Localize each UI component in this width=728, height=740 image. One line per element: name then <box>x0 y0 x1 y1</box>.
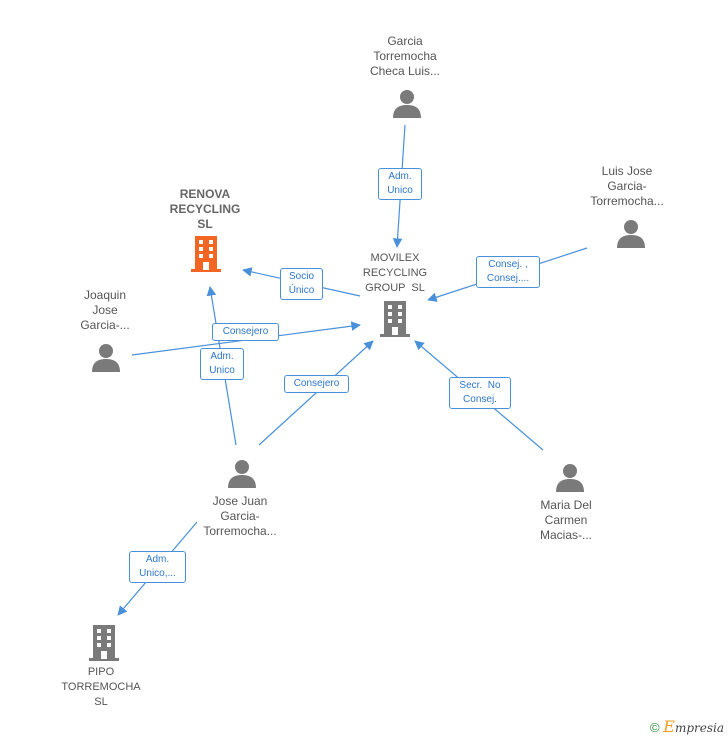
node-line: TORREMOCHA <box>61 681 141 693</box>
node-pipo-torremocha[interactable]: PIPO TORREMOCHA SL <box>45 665 157 710</box>
brand-logo-text: mpresia <box>674 721 724 735</box>
node-maria-del-carmen[interactable]: Maria Del Carmen Macias-... <box>511 498 621 543</box>
edge-label-line: Unico <box>209 365 235 376</box>
person-icon <box>556 464 584 492</box>
node-garcia-torremocha-checa[interactable]: Garcia Torremocha Checa Luis... <box>345 34 465 79</box>
company-building-icon <box>380 301 410 337</box>
node-line: Garcia- <box>607 179 647 193</box>
edge-label-adm-unico: Adm. Unico <box>200 348 244 380</box>
edge-label-secr-no-consej: Secr. No Consej. <box>449 377 511 409</box>
edge-label-line: Consejero <box>222 326 269 337</box>
node-line: RECYCLING <box>169 202 241 216</box>
edge-label-consejero: Consejero <box>284 375 349 393</box>
edge-label-line: Adm. <box>145 554 170 565</box>
edge-label-line: Secr. No <box>459 380 501 391</box>
company-building-icon <box>191 236 221 272</box>
edge-label-line: Consej. , <box>488 259 528 270</box>
edge-jose-to-movilex <box>258 340 374 446</box>
node-line: MOVILEX <box>370 252 420 264</box>
edge-label-line: Único <box>288 285 315 296</box>
node-line: Jose Juan <box>212 494 268 508</box>
node-jose-juan[interactable]: Jose Juan Garcia- Torremocha... <box>180 494 300 539</box>
company-building-icon <box>89 625 119 661</box>
edge-label-line: Adm. <box>210 351 234 362</box>
edge-label-consej: Consej. , Consej.... <box>476 256 540 288</box>
node-line: RECYCLING <box>362 267 428 279</box>
node-renova-recycling[interactable]: RENOVA RECYCLING SL <box>150 187 260 232</box>
person-icon <box>228 460 256 488</box>
brand-footer[interactable]: © Empresia <box>650 717 724 736</box>
edge-label-adm-unico: Adm. Unico <box>378 168 422 200</box>
edge-label-line: Consejero <box>293 378 340 389</box>
node-line: PIPO <box>87 666 115 678</box>
person-icon <box>92 344 120 372</box>
node-line: GROUP SL <box>365 282 425 294</box>
brand-logo-initial: E <box>663 717 675 736</box>
person-icon <box>393 90 421 118</box>
node-line: RENOVA <box>179 187 231 201</box>
node-movilex-recycling[interactable]: MOVILEX RECYCLING GROUP SL <box>335 251 455 296</box>
edge-label-line: Consej.... <box>486 273 530 284</box>
person-icon <box>617 220 645 248</box>
edge-label-line: Unico <box>387 185 413 196</box>
node-line: Jose <box>92 303 118 317</box>
node-line: Torremocha... <box>203 524 277 538</box>
node-line: Garcia <box>387 34 423 48</box>
node-line: Checa Luis... <box>369 64 441 78</box>
node-line: SL <box>197 217 213 231</box>
node-line: Maria Del <box>540 498 592 512</box>
edge-label-socio-unico: Socio Único <box>280 268 323 300</box>
node-line: Torremocha <box>373 49 437 63</box>
node-line: Carmen <box>544 513 588 527</box>
node-line: Joaquin <box>83 288 127 302</box>
node-joaquin-jose[interactable]: Joaquin Jose Garcia-... <box>50 288 160 333</box>
edge-label-line: Unico,... <box>139 568 176 579</box>
edge-label-line: Adm. <box>388 171 412 182</box>
copyright-icon: © <box>650 720 660 735</box>
edge-label-adm-unico-pipo: Adm. Unico,... <box>129 551 186 583</box>
node-line: Macias-... <box>539 528 592 542</box>
edge-label-line: Socio <box>288 271 314 282</box>
edge-label-line: Consej. <box>463 394 497 405</box>
node-line: SL <box>94 696 108 708</box>
node-line: Luis Jose <box>601 164 653 178</box>
node-line: Torremocha... <box>590 194 664 208</box>
node-luis-jose[interactable]: Luis Jose Garcia- Torremocha... <box>567 164 687 209</box>
node-line: Garcia-... <box>80 318 130 332</box>
edge-label-consejero: Consejero <box>212 323 279 341</box>
node-line: Garcia- <box>220 509 260 523</box>
